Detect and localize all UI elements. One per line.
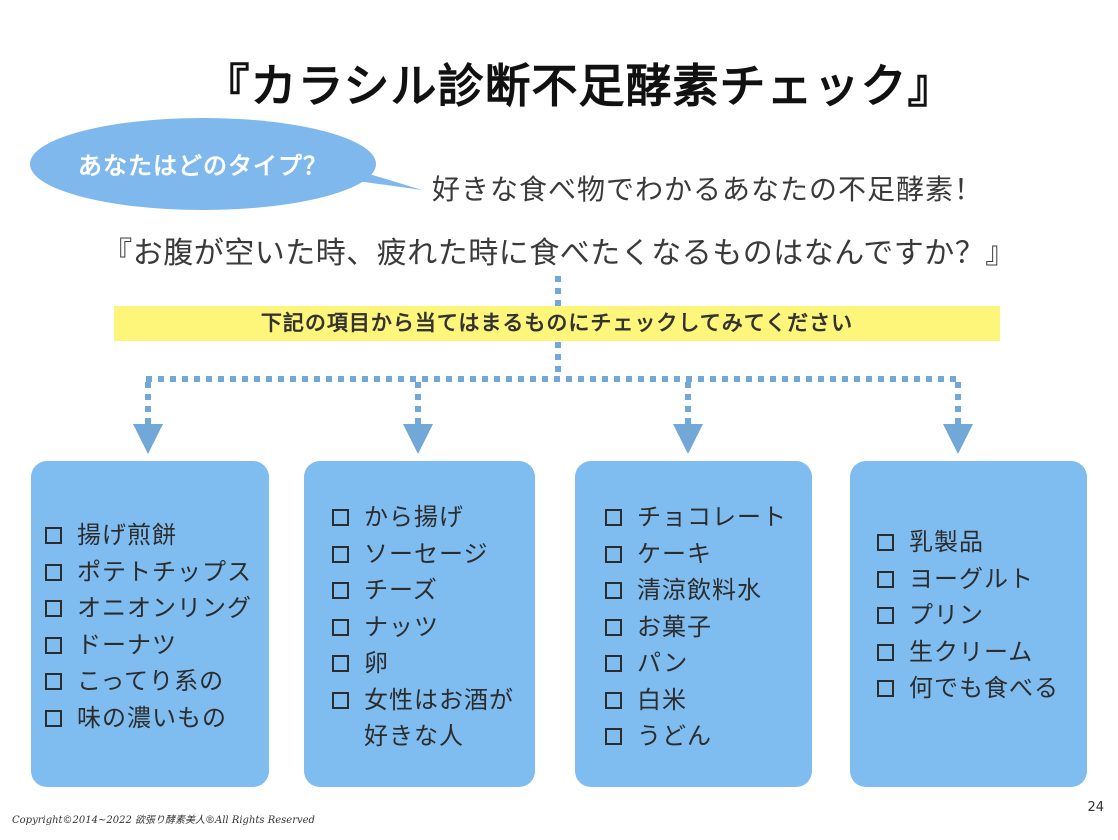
checklist-item[interactable]: 卵	[332, 645, 535, 682]
checkbox-icon[interactable]	[605, 509, 622, 526]
checklist-item[interactable]: プリン	[877, 597, 1087, 634]
checkbox-icon[interactable]	[605, 691, 622, 709]
checkbox-icon[interactable]	[877, 570, 894, 588]
speech-bubble	[30, 118, 376, 210]
checkbox-icon[interactable]	[45, 563, 62, 581]
checklist-item[interactable]: 乳製品	[877, 524, 1087, 561]
speech-bubble-text: あなたはどのタイプ？	[78, 152, 328, 180]
checklist-item[interactable]: 白米	[605, 682, 812, 719]
page-number: 24	[1087, 800, 1104, 815]
checklist-item[interactable]: ヨーグルト	[877, 561, 1087, 598]
checkbox-icon[interactable]	[332, 655, 349, 672]
checklist-item[interactable]: 何でも食べる	[877, 670, 1087, 707]
checklist-item[interactable]: チーズ	[332, 572, 535, 609]
checklist-item[interactable]: ソーセージ	[332, 536, 535, 573]
checklist-item[interactable]: うどん	[605, 718, 812, 755]
arrow-down-icon	[673, 424, 703, 454]
instruction-banner	[114, 306, 1000, 341]
arrow-down-icon	[133, 424, 163, 454]
checklist-item[interactable]: 揚げ煎餅	[45, 517, 269, 554]
checkbox-icon[interactable]	[605, 545, 622, 563]
arrow-down-icon	[403, 424, 433, 454]
checklist-item[interactable]: から揚げ	[332, 499, 535, 536]
checklist-item[interactable]: 女性はお酒が	[332, 682, 535, 719]
checklist-box-3: チョコレート ケーキ 清涼飲料水 お菓子 パン 白米 うどん	[575, 461, 812, 787]
checkbox-icon[interactable]	[332, 691, 349, 709]
question: 『お腹が空いた時、疲れた時に食べたくなるものはなんですか？』	[102, 236, 1016, 271]
checkbox-icon[interactable]	[877, 680, 894, 697]
checklist-item[interactable]: こってり系の	[45, 663, 269, 700]
checkbox-icon[interactable]	[332, 582, 349, 599]
subtitle: 好きな食べ物でわかるあなたの不足酵素！	[432, 173, 984, 206]
checklist-item[interactable]: ケーキ	[605, 536, 812, 573]
arrow-down-icon	[943, 424, 973, 454]
checklist-item[interactable]: 清涼飲料水	[605, 572, 812, 609]
checkbox-icon[interactable]	[332, 545, 349, 563]
checkbox-icon[interactable]	[45, 673, 62, 690]
checkbox-icon[interactable]	[605, 618, 622, 636]
checkbox-icon[interactable]	[605, 582, 622, 599]
checkbox-icon[interactable]	[45, 527, 62, 544]
checklist-item[interactable]: チョコレート	[605, 499, 812, 536]
checkbox-icon[interactable]	[877, 643, 894, 661]
checklist-item[interactable]: ドーナツ	[45, 627, 269, 664]
checklist-item[interactable]: ナッツ	[332, 609, 535, 646]
checkbox-icon[interactable]	[605, 728, 622, 745]
checkbox-icon[interactable]	[877, 534, 894, 551]
checklist-item[interactable]: お菓子	[605, 609, 812, 646]
checklist-item[interactable]: オニオンリング	[45, 590, 269, 627]
checklist-item-continuation: 好きな人	[364, 722, 464, 750]
checklist-box-4: 乳製品 ヨーグルト プリン 生クリーム 何でも食べる	[850, 461, 1087, 787]
checklist-item[interactable]: 味の濃いもの	[45, 700, 269, 737]
checkbox-icon[interactable]	[45, 600, 62, 617]
checkbox-icon[interactable]	[605, 655, 622, 672]
checklist-item[interactable]: 生クリーム	[877, 634, 1087, 671]
slide-title: 『カラシル診断不足酵素チェック』	[203, 59, 955, 113]
checkbox-icon[interactable]	[332, 618, 349, 636]
checkbox-icon[interactable]	[877, 607, 894, 624]
checkbox-icon[interactable]	[45, 709, 62, 727]
checklist-item[interactable]: パン	[605, 645, 812, 682]
checklist-box-2: から揚げ ソーセージ チーズ ナッツ 卵 女性はお酒が 好きな人	[304, 461, 535, 787]
checklist-item[interactable]: ポテトチップス	[45, 554, 269, 591]
checklist-box-1: 揚げ煎餅 ポテトチップス オニオンリング ドーナツ こってり系の 味の濃いもの	[31, 461, 269, 787]
instruction-banner-text: 下記の項目から当てはまるものにチェックしてみてください	[260, 311, 854, 335]
speech-bubble-tail	[330, 162, 422, 190]
copyright-notice: Copyright©2014~2022 欲張り酵素美人®All Rights R…	[12, 815, 315, 826]
checkbox-icon[interactable]	[45, 636, 62, 654]
checkbox-icon[interactable]	[332, 509, 349, 526]
